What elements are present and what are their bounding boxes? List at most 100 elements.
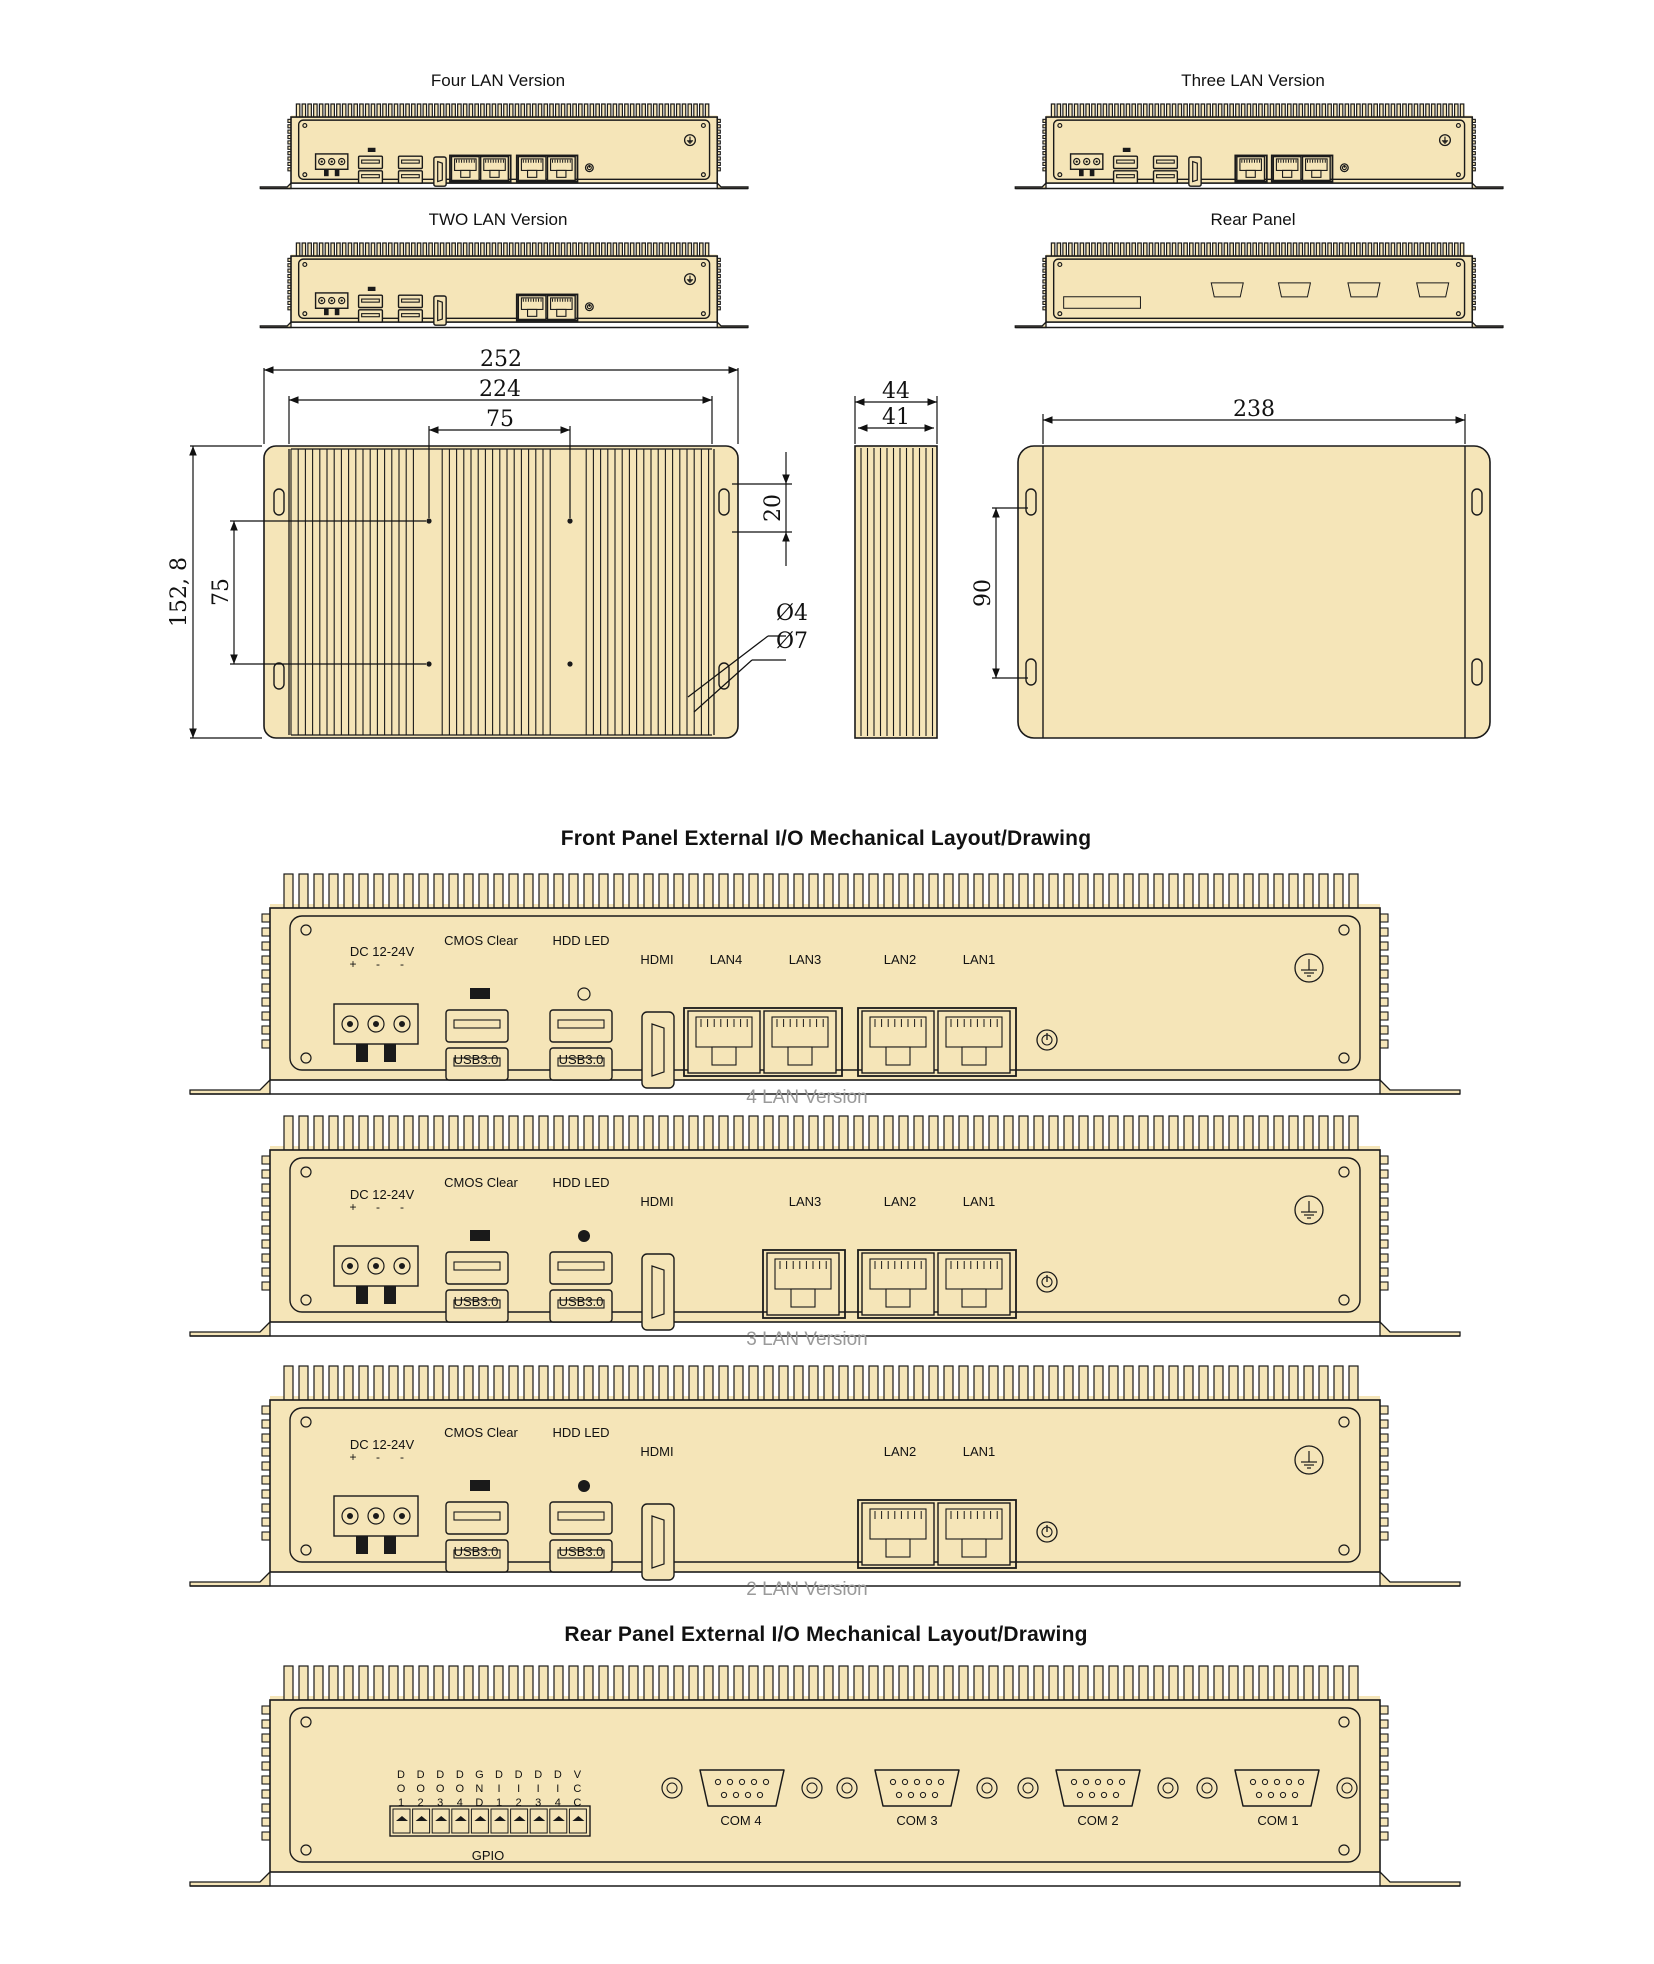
fin	[416, 242, 422, 257]
mount-flange-left	[189, 1870, 271, 1887]
fin	[295, 242, 301, 257]
rj45-opening	[771, 1016, 829, 1048]
fin	[428, 242, 433, 257]
side-fin-left	[261, 1447, 271, 1457]
side-fin-right	[1379, 1011, 1389, 1021]
fin	[868, 1665, 879, 1701]
screw-hole	[700, 122, 706, 129]
fin	[913, 873, 924, 909]
fin	[1223, 242, 1229, 257]
com-pin	[1094, 1778, 1102, 1786]
rj45-latch	[885, 1538, 911, 1558]
fin	[658, 1115, 669, 1151]
four-lan-thumbnail-caption: Four LAN Version	[430, 71, 566, 90]
fin	[988, 1665, 999, 1701]
fin	[647, 242, 652, 257]
hdd-led	[577, 987, 591, 1001]
fin	[418, 873, 429, 909]
fin	[1183, 242, 1188, 257]
fin	[382, 242, 387, 257]
com-port	[1416, 282, 1450, 298]
fin	[538, 1365, 549, 1401]
fin	[1303, 873, 1314, 909]
fin	[1183, 1115, 1194, 1151]
screw-hole	[1455, 261, 1461, 268]
fin	[658, 873, 669, 909]
fin	[373, 1115, 384, 1151]
fin	[295, 103, 301, 118]
fin	[733, 1365, 744, 1401]
fin	[1003, 1365, 1014, 1401]
fin	[838, 1665, 849, 1701]
fin	[1206, 242, 1211, 257]
fin	[418, 1115, 429, 1151]
fin	[1273, 873, 1284, 909]
com-pin	[1076, 1791, 1084, 1799]
usb-label: USB3.0	[559, 1294, 604, 1309]
dc-pin	[356, 1536, 368, 1554]
rj45-opening	[945, 1508, 1003, 1540]
screw-hole	[300, 1166, 312, 1178]
usb-tongue	[453, 1299, 501, 1309]
cmos-label: CMOS Clear	[444, 1175, 518, 1190]
fin	[641, 242, 647, 257]
fin	[629, 242, 635, 257]
fin	[778, 1115, 789, 1151]
fin	[307, 242, 312, 257]
lan1-label: LAN1	[963, 1194, 996, 1209]
fin	[1298, 242, 1304, 257]
usb-tongue	[361, 159, 380, 164]
dim-hole-small: Ø4	[776, 601, 808, 626]
com-standoff-hole	[806, 1782, 818, 1794]
fin	[480, 242, 485, 257]
gpio-pin-mark	[552, 1816, 565, 1821]
fin	[463, 873, 474, 909]
fin	[1252, 103, 1258, 118]
com-pin	[907, 1791, 915, 1799]
side-fin-left	[261, 1489, 271, 1499]
fin	[1154, 242, 1160, 257]
fin	[793, 1665, 804, 1701]
fin	[341, 242, 347, 257]
side-fin-right	[1379, 969, 1389, 979]
usb-tongue	[557, 1299, 605, 1309]
hdd-label: HDD LED	[552, 1175, 609, 1190]
dim-hole-large: Ø7	[776, 629, 808, 654]
fin	[508, 1115, 519, 1151]
gpio-pin-mark	[396, 1816, 408, 1821]
dc-pin	[334, 308, 340, 316]
fin	[1333, 103, 1338, 118]
fin	[589, 242, 595, 257]
version-label-4-lan: 4 LAN Version	[746, 1087, 867, 1108]
side-fin-right	[1379, 1705, 1389, 1715]
fin	[1171, 103, 1177, 118]
fin	[387, 103, 393, 118]
fin	[347, 103, 353, 118]
gpio-pin-char: 4	[555, 1797, 561, 1809]
fin	[1281, 103, 1286, 118]
fin	[1379, 242, 1384, 257]
fin	[793, 1365, 804, 1401]
fin	[698, 103, 704, 118]
usb-tongue	[401, 174, 420, 179]
fin	[497, 103, 503, 118]
fin	[554, 103, 560, 118]
fin	[1235, 103, 1240, 118]
rj45-opening	[1239, 158, 1262, 171]
side-fin-left	[261, 1039, 271, 1049]
fin	[868, 873, 879, 909]
fin	[1213, 1115, 1224, 1151]
hdmi-inner	[651, 1265, 665, 1319]
fin	[531, 242, 537, 257]
dc-terminal-screw	[340, 299, 343, 302]
fin	[1114, 103, 1119, 118]
gpio-pin-mark	[454, 1816, 467, 1821]
hdmi-inner	[651, 1515, 665, 1569]
fin	[928, 1115, 939, 1151]
fin	[328, 1365, 339, 1401]
fin	[497, 242, 503, 257]
side-fin-left	[261, 1789, 271, 1799]
com-pin	[1291, 1791, 1299, 1799]
